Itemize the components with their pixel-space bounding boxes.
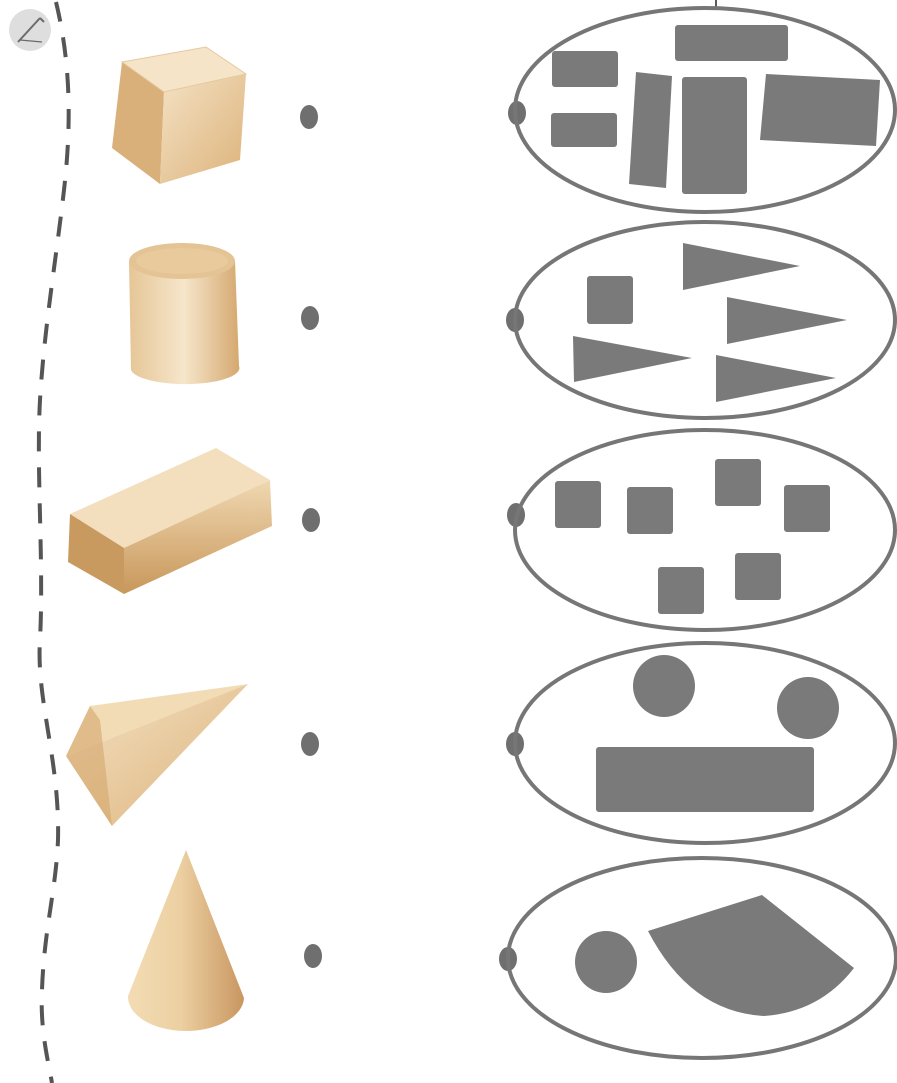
- rectangular-prism-net[interactable]: [515, 430, 895, 630]
- row-4: [66, 643, 895, 843]
- solid-dot[interactable]: [302, 508, 320, 532]
- corner-badge: [9, 9, 51, 51]
- cylinder-net[interactable]: [515, 222, 895, 418]
- solid-dot[interactable]: [301, 306, 319, 330]
- dashed-cut-line: [39, 2, 69, 1083]
- cone-solid[interactable]: [128, 850, 244, 1031]
- row-5: [128, 850, 896, 1058]
- cube-net[interactable]: [515, 8, 895, 212]
- triangular-pyramid-solid[interactable]: [66, 684, 248, 826]
- cylinder-solid[interactable]: [129, 243, 239, 384]
- solid-dot[interactable]: [301, 732, 319, 756]
- cube-solid[interactable]: [112, 47, 246, 184]
- row-1: [112, 8, 895, 212]
- row-3: [68, 430, 895, 630]
- solid-dot[interactable]: [300, 105, 318, 129]
- row-2: [129, 222, 895, 418]
- triangular-pyramid-net[interactable]: [515, 643, 895, 843]
- cone-net[interactable]: [508, 858, 896, 1058]
- rectangular-prism-solid[interactable]: [68, 448, 272, 594]
- solid-dot[interactable]: [304, 944, 322, 968]
